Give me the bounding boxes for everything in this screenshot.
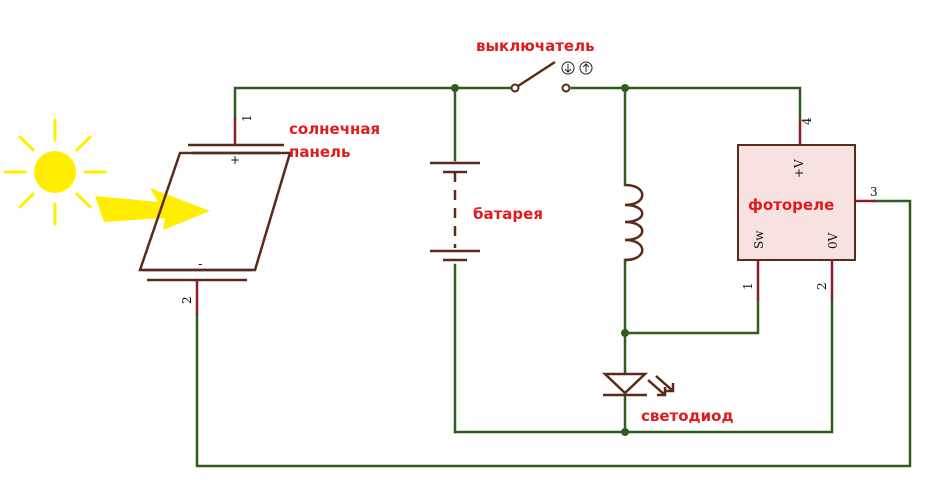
- led-label: светодиод: [641, 407, 734, 425]
- solar-panel-label-line1: солнечная: [289, 120, 380, 138]
- switch-state-icons: [561, 61, 593, 75]
- sunlight-arrow-icon: [95, 188, 210, 230]
- relay-pin-1: 1: [741, 282, 755, 290]
- panel-minus-mark: -: [198, 257, 202, 271]
- relay-0v-label: 0V: [826, 232, 840, 249]
- relay-pin-2: 2: [815, 282, 829, 290]
- sun-icon: [3, 118, 107, 226]
- relay-coil: [624, 183, 644, 262]
- relay-sw-label: Sw: [752, 230, 766, 249]
- battery-label: батарея: [473, 205, 543, 223]
- wires: [195, 86, 912, 468]
- pin-stubs: [195, 118, 875, 315]
- photo-relay-label: фотореле: [748, 196, 834, 214]
- panel-pin-2: 2: [180, 296, 194, 304]
- panel-plus-mark: +: [230, 153, 240, 167]
- switch: [510, 60, 571, 93]
- solar-panel-label-line2: панель: [289, 143, 351, 161]
- led-diode: [601, 372, 675, 397]
- photo-relay-box: [737, 144, 856, 261]
- panel-pin-1: 1: [240, 114, 254, 122]
- relay-vplus-label: +V: [792, 159, 806, 178]
- relay-pin-4: 4: [800, 117, 814, 125]
- junction-dots: [451, 84, 629, 436]
- switch-label: выключатель: [476, 37, 595, 55]
- battery: [430, 161, 480, 262]
- relay-pin-3: 3: [870, 185, 878, 199]
